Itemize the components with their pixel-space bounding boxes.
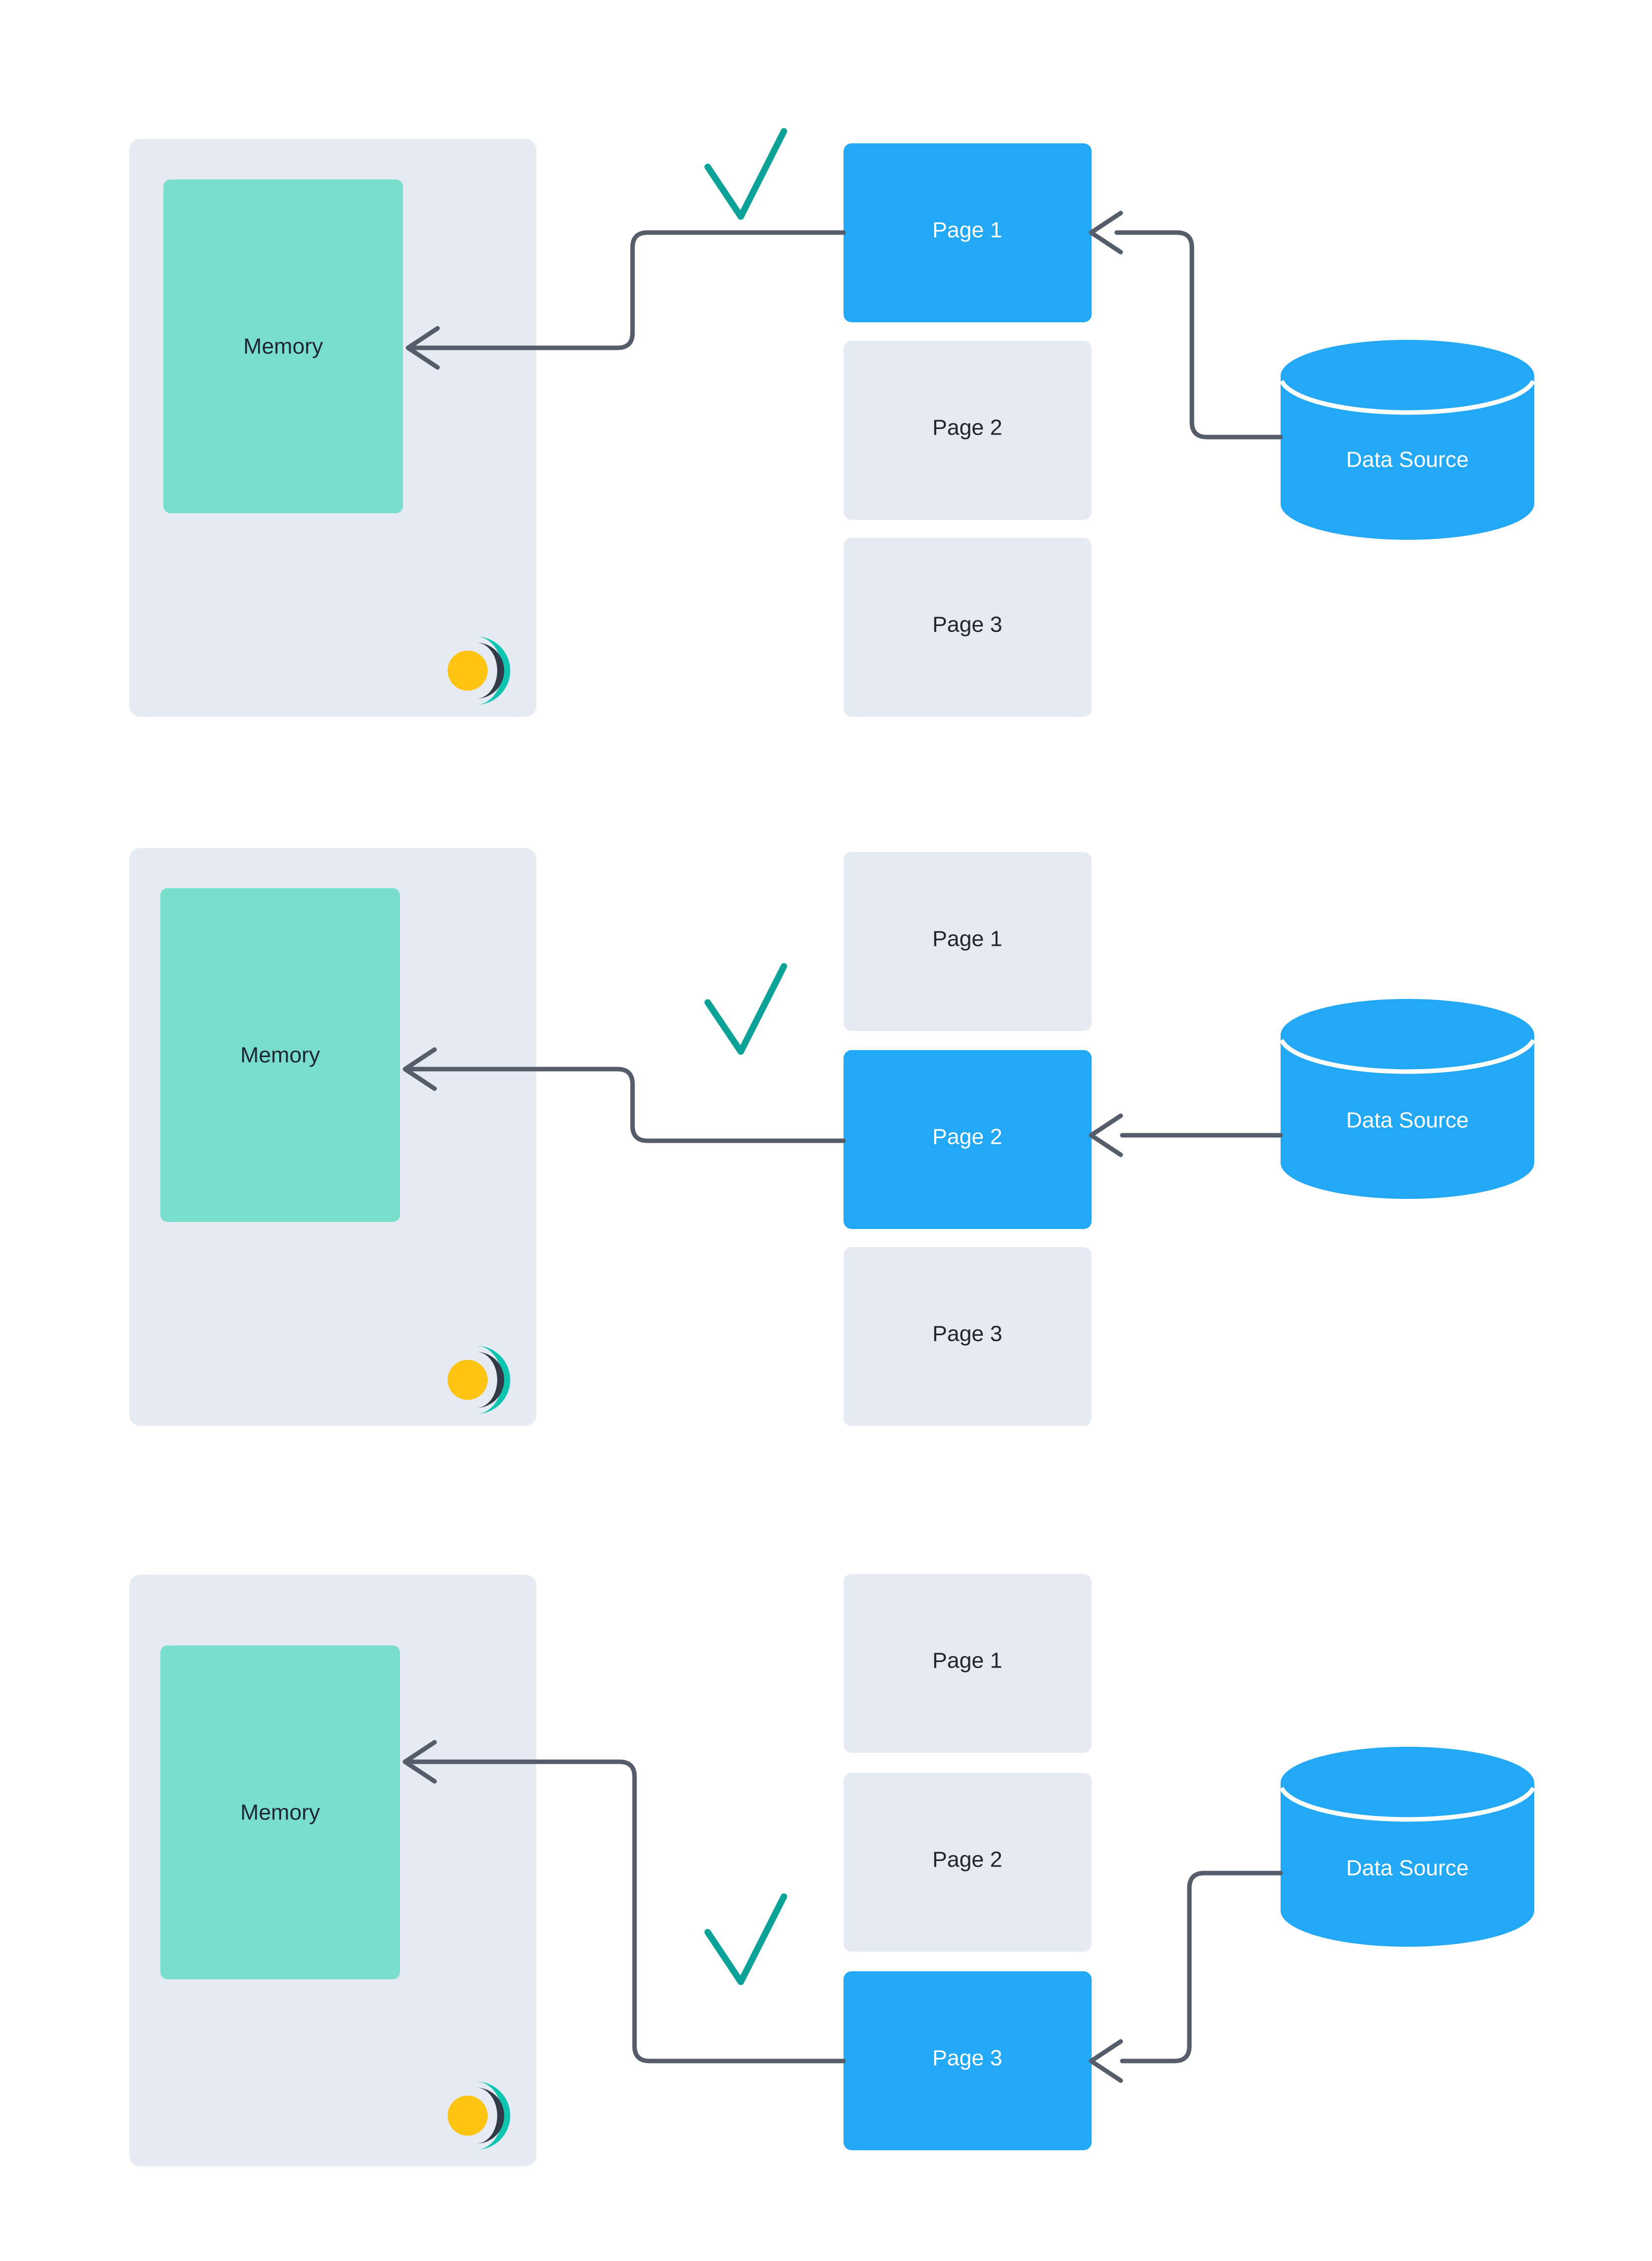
- page-box-2-label: Page 2: [932, 1125, 1002, 1149]
- arrowhead-to-page2: [1089, 1113, 1123, 1157]
- logo-yellow-dot: [448, 651, 488, 691]
- panel-3: Memory Page 1 Page 2 Page 3 Data Source: [129, 1574, 1536, 2166]
- page-box-2[interactable]: [844, 1773, 1092, 1952]
- page-box-2-label: Page 2: [932, 416, 1002, 440]
- arrowhead-to-memory: [402, 1740, 437, 1784]
- memory-box[interactable]: [163, 179, 403, 513]
- page-box-1-label: Page 1: [932, 218, 1002, 243]
- brand-logo-icon: [448, 637, 510, 705]
- page-box-3[interactable]: [844, 1247, 1092, 1426]
- page-box-1-label: Page 1: [932, 1649, 1002, 1673]
- data-source-cylinder[interactable]: [1279, 1747, 1536, 1947]
- memory-box[interactable]: [160, 1646, 400, 1979]
- page-box-1-label: Page 1: [932, 927, 1002, 951]
- check-icon: [704, 128, 787, 220]
- page-box-3[interactable]: [844, 538, 1092, 717]
- connector-datasource-to-page1: [1114, 230, 1283, 440]
- brand-logo-icon: [448, 2082, 510, 2150]
- connector-page3-to-memory: [408, 1759, 846, 2064]
- arrowhead-to-memory: [405, 326, 440, 370]
- check-icon: [704, 963, 787, 1055]
- data-source-cylinder[interactable]: [1279, 999, 1536, 1199]
- logo-yellow-dot: [448, 2096, 488, 2136]
- memory-label: Memory: [244, 334, 323, 359]
- cylinder-top-ellipse: [1281, 1747, 1534, 1819]
- data-source-label: Data Source: [1346, 1856, 1469, 1881]
- page-box-3-label: Page 3: [932, 2046, 1002, 2071]
- data-source-label: Data Source: [1346, 1108, 1469, 1133]
- memory-box[interactable]: [160, 888, 400, 1222]
- connector-page1-to-memory: [411, 230, 846, 350]
- page-box-2-label: Page 2: [932, 1847, 1002, 1872]
- arrowhead-to-page3: [1089, 2039, 1123, 2083]
- data-source-cylinder[interactable]: [1279, 340, 1536, 540]
- cylinder-top-ellipse: [1281, 999, 1534, 1071]
- cylinder-top-ellipse: [1281, 340, 1534, 412]
- page-box-3-label: Page 3: [932, 612, 1002, 637]
- panel-2: Memory Page 1 Page 2 Page 3 Data Source: [129, 848, 1536, 1426]
- connector-datasource-to-page3: [1120, 1871, 1283, 2064]
- brand-logo-icon: [448, 1346, 510, 1414]
- page-box-1[interactable]: [844, 143, 1092, 322]
- memory-label: Memory: [241, 1800, 320, 1825]
- check-icon: [704, 1893, 787, 1985]
- data-source-label: Data Source: [1346, 448, 1469, 472]
- panel-1: Memory Page 1 Page 2 Page 3 Data Source: [129, 128, 1536, 717]
- logo-yellow-dot: [448, 1360, 488, 1400]
- arrowhead-to-page1: [1089, 211, 1123, 255]
- page-box-3[interactable]: [844, 1971, 1092, 2150]
- page-box-2[interactable]: [844, 1050, 1092, 1229]
- page-box-1[interactable]: [844, 852, 1092, 1031]
- connector-page2-to-memory: [408, 1067, 846, 1143]
- page-box-1[interactable]: [844, 1574, 1092, 1753]
- page-box-3-label: Page 3: [932, 1322, 1002, 1346]
- arrowhead-to-memory: [402, 1047, 437, 1091]
- memory-label: Memory: [241, 1043, 320, 1068]
- page-box-2[interactable]: [844, 341, 1092, 520]
